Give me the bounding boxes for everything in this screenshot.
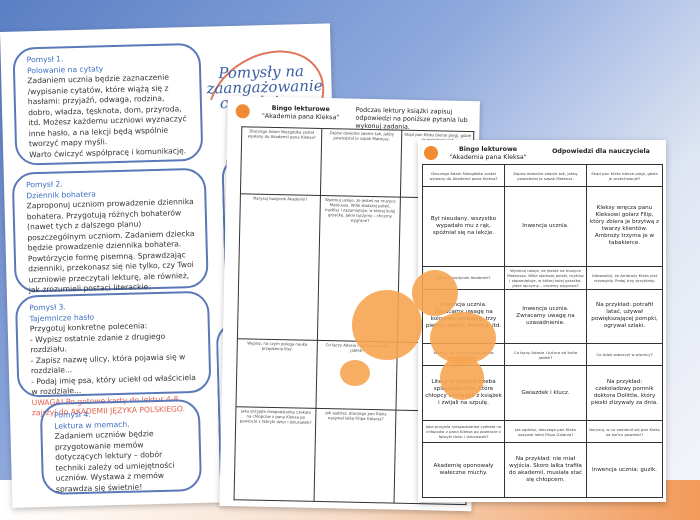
bingo-question: Narysuj budynek Akademii? [253, 195, 308, 203]
answers-question: Udowodnij, że Ambroży Kleks jest niezwyk… [591, 272, 658, 283]
answers-answer-cell: Był nieudany, wszystko wypadało mu z rąk… [422, 186, 505, 267]
answers-answer: Kleksy wręcza panu Kleksowi golarz Filip… [589, 205, 659, 247]
answers-answer-cell: Gwiazdek i klucz. [504, 365, 587, 422]
idea-body: Zadaniem uczniów będzie przygotowanie me… [54, 429, 175, 494]
splash-logo-icon [235, 104, 250, 119]
answers-answer: Akademię oponowały wałeczne muchy. [433, 463, 494, 477]
answers-header: Odpowiedzi dla nauczyciela [552, 148, 650, 155]
answers-answer-cell: Akademię oponowały wałeczne muchy. [422, 442, 505, 498]
bingo-question: Wydmuj usłuje, że jesteś na muzyce Mateu… [324, 197, 396, 224]
bingo-book: "Akademia pana Kleksa" [261, 112, 340, 122]
bingo-question: Jak sądzisz, dlaczego pan Kleks nazywał … [325, 409, 387, 422]
answers-book: "Akademia pana Kleksa" [449, 154, 527, 161]
answers-question-cell: Narysuj, w co zamienił się pan Kleks na … [586, 420, 663, 444]
answers-question: Skąd pan Kleks bierze piegi, gdzie je pr… [591, 170, 658, 181]
idea-card-1: Pomysł 1. Polowanie na cytaty Zadaniem u… [12, 42, 204, 166]
answers-answer: Na przykład: potrafił latać, używał powi… [591, 302, 658, 330]
answers-question-cell: Co Adaś zobaczył w piwnicy? [586, 343, 663, 367]
answers-answer-cell: Inwencja ucznia: guzik. [586, 442, 663, 498]
answers-question: Co łączy Adasia i Artura od króla jabłek… [513, 349, 578, 360]
answers-answer-cell: Inwencja ucznia. Zwracamy uwagę na uzasa… [504, 288, 587, 345]
answers-question-cell: Jaka przyjęła niespodziankę czekała na c… [422, 420, 505, 444]
bingo-question: Zapisz dowolne zdanie tak, jakby powiedz… [329, 130, 395, 142]
answers-answer-cell: Na przykład: potrafił latać, używał powi… [586, 288, 663, 345]
answers-question-cell: Dlaczego Adam Niezgódka został wysłany d… [422, 164, 505, 187]
answers-answer: Gwiazdek i klucz. [521, 389, 570, 396]
answers-question-cell: Co łączy Adasia i Artura od króla jabłek… [504, 343, 587, 367]
answers-answer: Na przykład: czekoladowy pomnik doktora … [590, 379, 658, 407]
bingo-cell: Zapisz dowolne zdanie tak, jakby powiedz… [320, 128, 402, 198]
idea-card-3: Pomysł 3. Tajemnicze hasło Przygotuj kon… [14, 290, 212, 417]
answers-question-row: Dlaczego Adam Niezgódka został wysłany d… [422, 164, 663, 187]
answers-answer: Inwencja ucznia. Zwracamy uwagę na uzasa… [516, 305, 575, 326]
answers-answer-row: Akademię oponowały wałeczne muchy. Na prz… [422, 442, 663, 498]
answers-answer: Inwencja ucznia: guzik. [592, 466, 657, 473]
orange-splash-decoration [352, 290, 422, 360]
answers-question-cell: Wydmuj usłuje, że jesteś na muzyce Mateu… [504, 265, 587, 290]
answers-question: Jaka przyjęła niespodziankę czekała na c… [425, 424, 502, 440]
answers-answer-cell: Na przykład: czekoladowy pomnik doktora … [586, 365, 663, 422]
answers-answer: Był nieudany, wszystko wypadało mu z rąk… [430, 215, 497, 236]
answers-answer-cell: Inwencja ucznia. [504, 186, 587, 267]
bingo-cell: Jaka przyjęła niespodziankę czekała na c… [234, 406, 316, 502]
orange-splash-decoration [340, 360, 370, 386]
answers-question-cell: Skąd pan Kleks bierze piegi, gdzie je pr… [586, 164, 663, 187]
answers-answer-row: Był nieudany, wszystko wypadało mu z rąk… [422, 186, 663, 267]
answers-question-row: Jaka przyjęła niespodziankę czekała na c… [422, 420, 663, 444]
answers-question: Jak sądzisz, dlaczego pan Kleks nazywał … [514, 426, 577, 437]
answers-question-cell: Jak sądzisz, dlaczego pan Kleks nazywał … [504, 420, 587, 444]
answers-title: Bingo lekturowe [458, 146, 518, 153]
bingo-question: Dlaczego Adam Niezgódka został wysłany d… [247, 128, 316, 140]
splash-logo-icon [424, 146, 438, 160]
bingo-cell: Jak sądzisz, dlaczego pan Kleks nazywał … [314, 408, 396, 504]
bingo-cell: Dlaczego Adam Niezgódka został wysłany d… [240, 126, 322, 196]
answers-question: Narysuj, w co zamienił się pan Kleks na … [589, 426, 660, 437]
answers-question-cell: Zapisz dowolne zdanie tak, jakby powiedz… [504, 164, 587, 187]
answers-answer-cell: Na przykład: nie miał wyjścia. Skoro lal… [504, 442, 587, 498]
answers-question: Dlaczego Adam Niezgódka został wysłany d… [429, 170, 498, 181]
bingo-question: Jaka przyjęła niespodziankę czekała na c… [239, 408, 312, 425]
answers-question: Co Adaś zobaczył w piwnicy? [596, 352, 653, 358]
idea-card-2: Pomysł 2. Dziennik bohatera Zaproponuj u… [11, 167, 209, 295]
answers-answer: Inwencja ucznia. [522, 222, 569, 229]
idea-card-4: Pomysł 4. Lektura w memach. Zadaniem ucz… [39, 398, 203, 496]
idea-body: Zadaniem ucznia będzie zaznaczenie /wypi… [27, 72, 187, 149]
answers-question: Zapisz dowolne zdanie tak, jakby powiedz… [513, 170, 578, 181]
answers-answer: Na przykład: nie miał wyjścia. Skoro lal… [508, 456, 583, 484]
answers-question: Narysuj budynek Akademii? [436, 275, 491, 281]
orange-splash-decoration [412, 270, 458, 316]
idea-body: Zaproponuj uczniom prowadzenie dziennika… [26, 196, 195, 295]
answers-answer-cell: Kleksy wręcza panu Kleksowi golarz Filip… [586, 186, 663, 267]
orange-splash-decoration [440, 356, 484, 400]
bingo-title: Bingo lekturowe [271, 104, 330, 114]
answers-question-row: Narysuj budynek Akademii? Wydmuj usłuje, … [422, 265, 663, 290]
bingo-question: Wypisz, na czym polega nauka przędzenia … [247, 340, 308, 352]
answers-question: Wydmuj usłuje, że jesteś na muzyce Mateu… [507, 267, 584, 288]
orange-splash-decoration [430, 312, 496, 364]
bingo-cell: Narysuj budynek Akademii? [237, 194, 321, 341]
answers-question-cell: Udowodnij, że Ambroży Kleks jest niezwyk… [586, 265, 663, 290]
bingo-cell: Wypisz, na czym polega nauka przędzenia … [235, 339, 318, 409]
bingo-answer-page: Bingo lekturowe "Akademia pana Kleksa" O… [418, 140, 666, 502]
